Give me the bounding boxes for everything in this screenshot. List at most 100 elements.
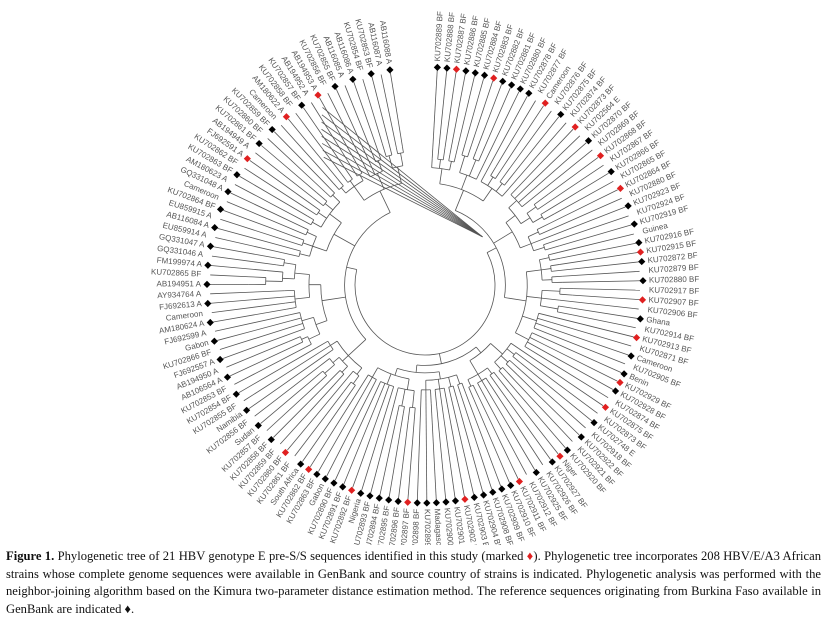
tree-branch	[383, 384, 390, 400]
tree-branch	[459, 172, 477, 180]
tree-branch	[537, 199, 553, 210]
this-study-diamond-icon	[282, 113, 291, 121]
reference-diamond-icon	[432, 499, 441, 507]
tree-branch	[510, 342, 519, 349]
reference-diamond-icon	[331, 82, 339, 91]
tree-branch	[234, 346, 306, 385]
tree-branch	[352, 399, 385, 488]
tree-branch	[316, 210, 321, 216]
tree-branch	[551, 269, 561, 272]
reference-diamond-icon	[462, 67, 470, 75]
leaf-label: KU702900 BF	[442, 507, 456, 545]
tree-branch	[226, 341, 289, 368]
tree-branch	[457, 382, 463, 386]
tree-branch	[276, 264, 284, 267]
tree-branch	[478, 153, 483, 162]
tree-branch	[301, 226, 309, 231]
tree-branch	[346, 266, 357, 270]
tree-branch	[321, 296, 346, 302]
tree-branch	[308, 333, 321, 340]
tree-branch	[526, 269, 542, 273]
tree-branch	[480, 172, 487, 182]
tree-branch	[321, 128, 483, 238]
tree-branch	[558, 305, 574, 309]
reference-diamond-icon	[584, 137, 593, 145]
tree-branch	[559, 224, 632, 247]
tree-branch	[346, 370, 354, 379]
tree-branch	[533, 193, 549, 205]
tree-branch	[397, 367, 440, 374]
tree-branch	[321, 114, 483, 238]
tree-branch	[402, 146, 404, 153]
tree-branch	[399, 405, 405, 407]
tree-branch	[380, 74, 397, 148]
tree-branch	[283, 246, 301, 252]
tree-branch	[539, 228, 554, 235]
tree-branch	[521, 199, 532, 208]
tree-branch	[493, 379, 551, 460]
tree-branch	[556, 305, 559, 312]
this-study-diamond-icon	[305, 465, 313, 473]
caption-text-3: .	[130, 601, 135, 616]
tree-branch	[477, 374, 483, 381]
tree-branch	[359, 374, 369, 390]
tree-branch	[266, 270, 283, 273]
tree-branch	[437, 146, 440, 160]
tree-branch	[515, 271, 528, 333]
tree-markers	[203, 63, 647, 507]
tree-branch	[493, 231, 513, 244]
tree-branch	[572, 294, 640, 301]
tree-branch	[318, 391, 365, 472]
reference-diamond-icon	[480, 71, 489, 79]
tree-branch	[210, 290, 285, 295]
tree-branch	[210, 274, 249, 278]
tree-branch	[312, 197, 324, 207]
tree-branch	[562, 270, 640, 277]
tree-branch	[499, 167, 511, 183]
tree-branch	[430, 403, 437, 500]
this-study-diamond-icon	[314, 91, 322, 99]
reference-diamond-icon	[563, 446, 571, 454]
tree-branch	[549, 327, 629, 356]
tree-branch	[490, 175, 496, 179]
tree-branch	[398, 420, 409, 499]
tree-branch	[539, 257, 550, 261]
tree-branch	[293, 264, 297, 279]
tree-branch	[307, 201, 321, 211]
tree-branch	[301, 316, 314, 322]
tree-branch	[541, 349, 614, 390]
tree-branch	[293, 290, 297, 308]
tree-branch	[543, 344, 618, 382]
tree-branch	[388, 155, 393, 169]
tree-branch	[333, 373, 345, 386]
tree-branch	[461, 142, 466, 156]
tree-branch	[512, 356, 521, 364]
tree-branch	[548, 254, 551, 261]
tree-branch	[210, 296, 285, 304]
tree-branch	[538, 354, 609, 399]
tree-branch	[489, 374, 494, 381]
tree-branch	[459, 155, 466, 173]
tree-branch	[328, 187, 335, 194]
tree-branch	[243, 351, 320, 402]
tree-branch	[438, 353, 442, 364]
tree-branch	[316, 192, 328, 202]
reference-diamond-icon	[627, 352, 635, 360]
tree-branch	[370, 404, 395, 494]
tree-branch	[550, 265, 552, 272]
tree-branch	[273, 380, 330, 438]
tree-branch	[321, 143, 483, 238]
tree-branch	[457, 384, 462, 396]
tree-branch	[322, 349, 334, 358]
tree-branch	[301, 240, 305, 246]
tree-branch	[291, 341, 303, 348]
reference-diamond-icon	[211, 223, 219, 232]
reference-diamond-icon	[607, 167, 615, 176]
tree-branch	[442, 147, 446, 160]
tree-branch	[461, 174, 468, 190]
tree-branch	[341, 174, 349, 183]
tree-branch	[573, 308, 638, 319]
tree-branch	[298, 250, 301, 257]
tree-branch	[332, 357, 340, 363]
tree-branch	[453, 155, 457, 163]
